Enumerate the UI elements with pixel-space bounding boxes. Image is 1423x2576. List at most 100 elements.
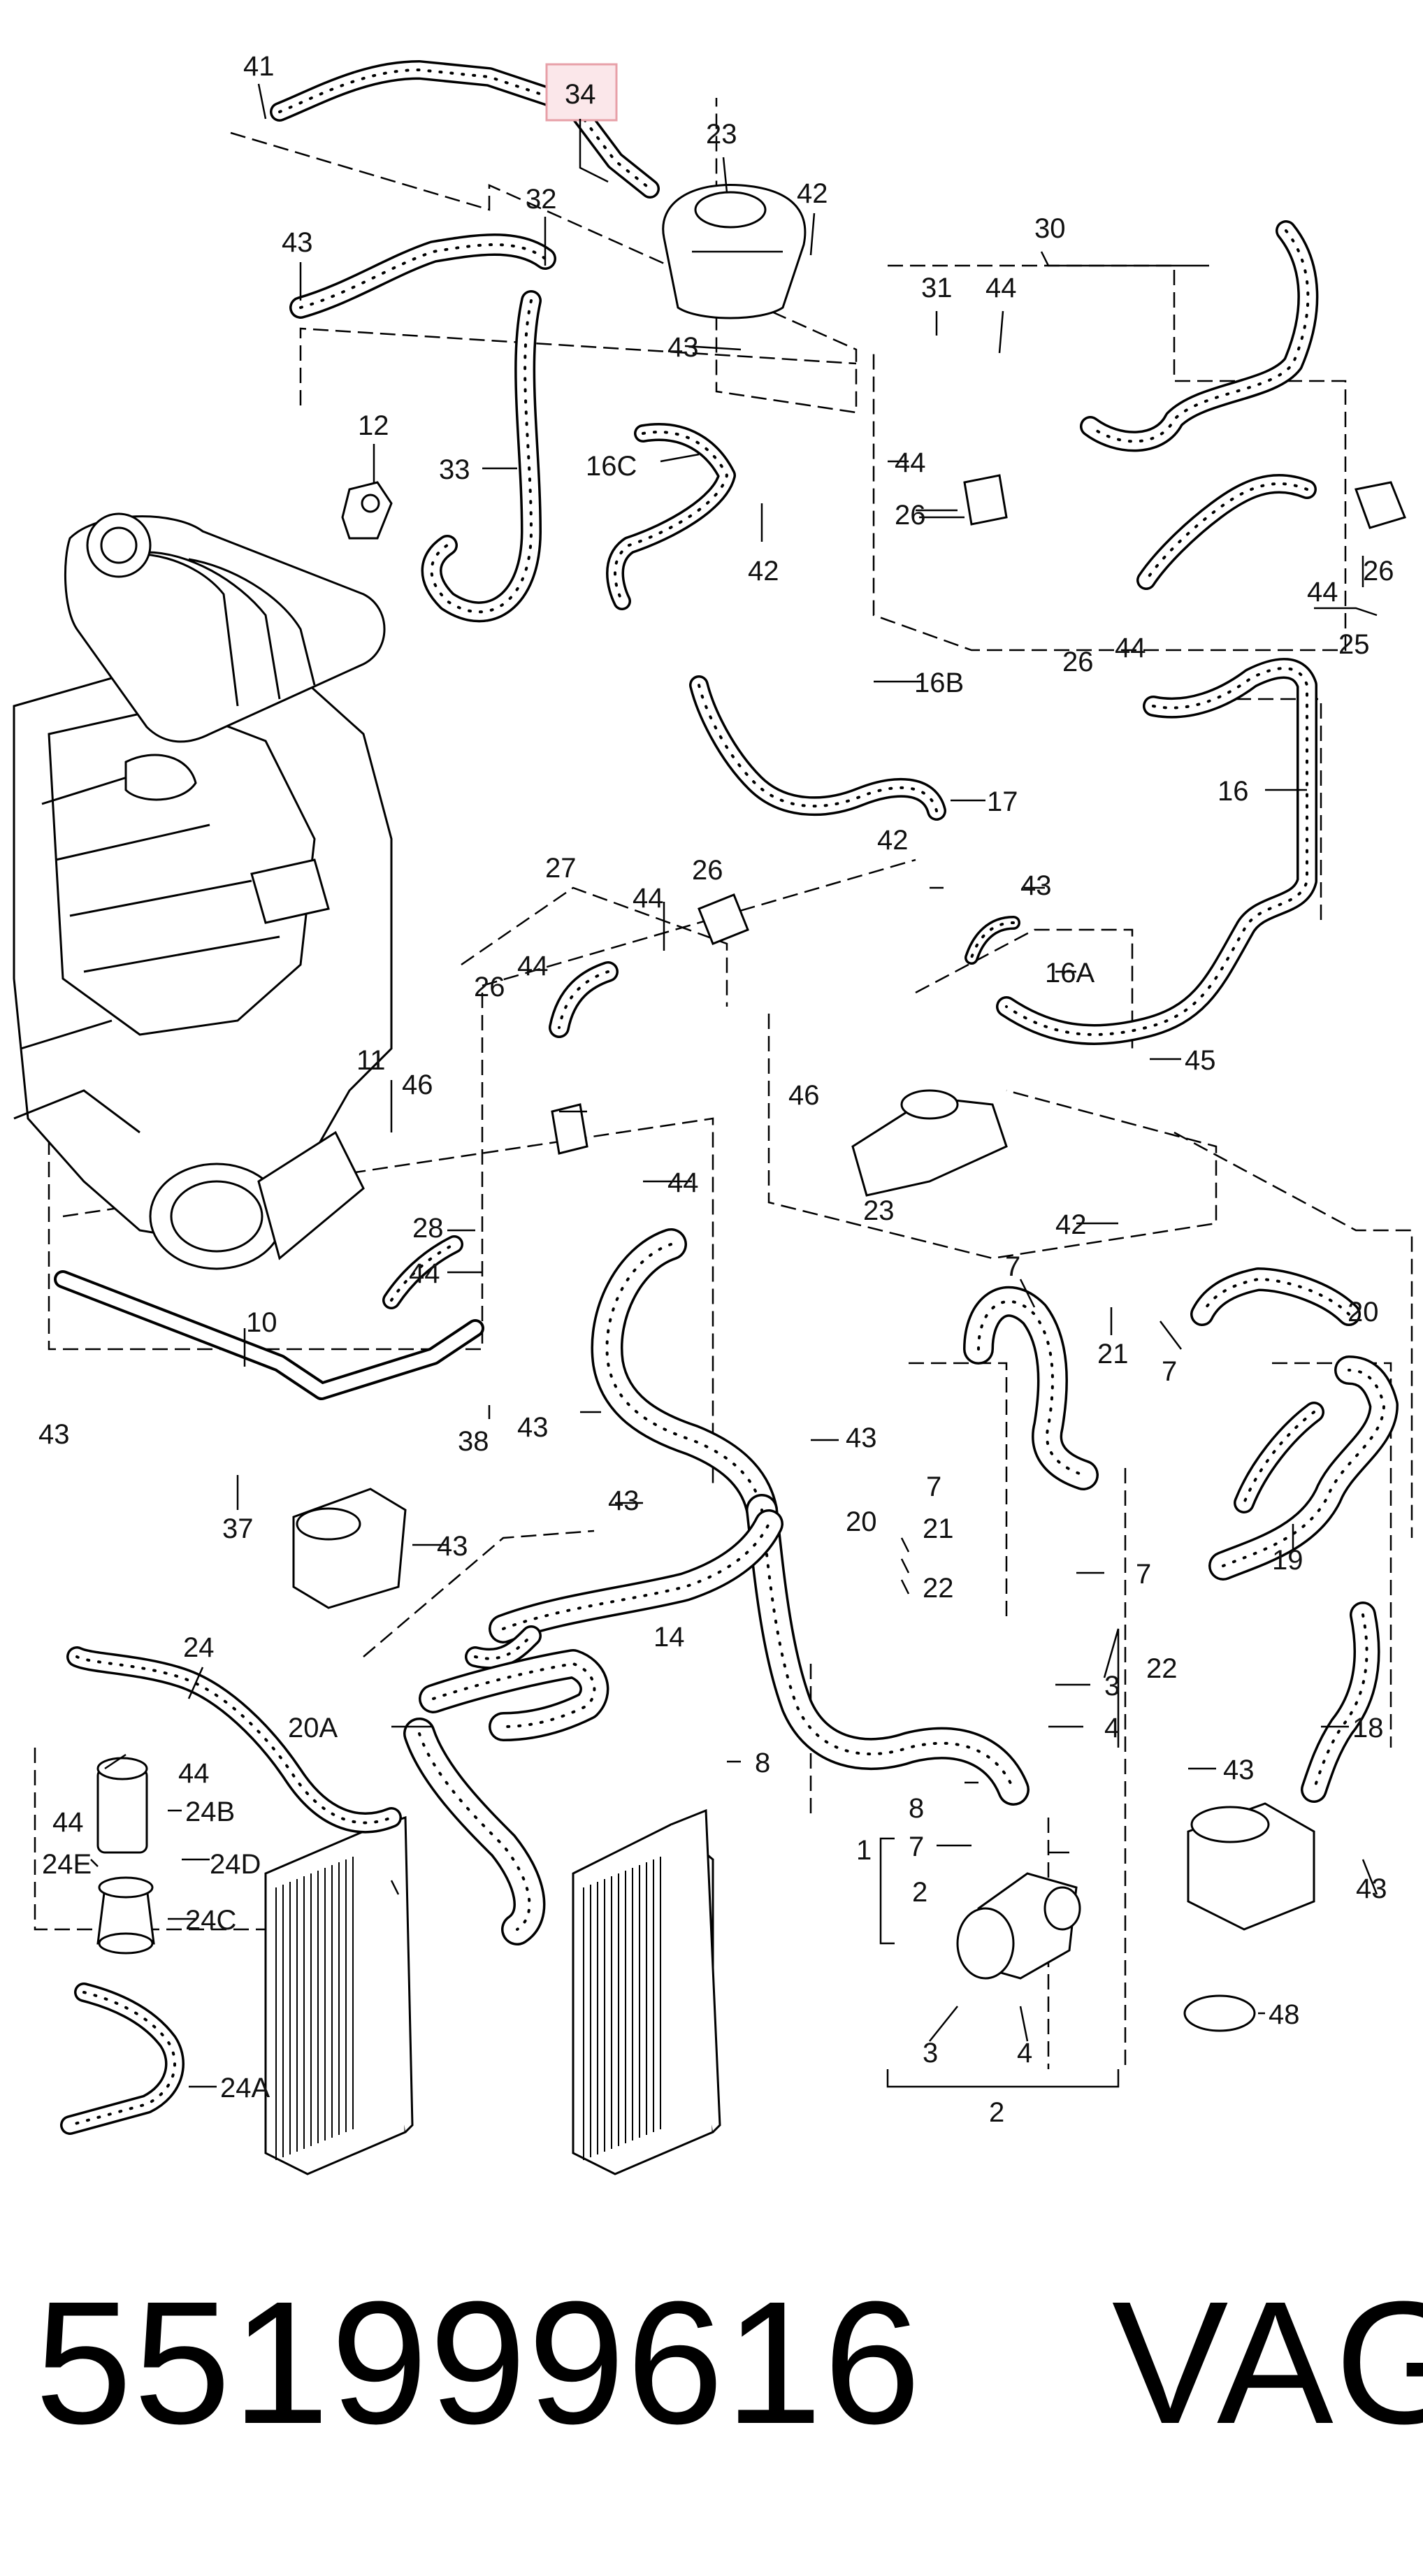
callout-3: 3 bbox=[923, 2038, 938, 2068]
hose-1-fill bbox=[272, 62, 658, 196]
callout-24: 24 bbox=[183, 1632, 215, 1663]
hose-6-fill bbox=[1139, 476, 1315, 588]
highlight-box-34 bbox=[545, 63, 618, 122]
hose-11-fill bbox=[593, 1230, 776, 1524]
callout-27: 27 bbox=[545, 853, 577, 884]
coolant-pipe-10 bbox=[54, 1270, 484, 1400]
hose-5-texture bbox=[1089, 229, 1310, 443]
hose-5-fill bbox=[1082, 222, 1316, 449]
connector-26 bbox=[551, 474, 1407, 1155]
hose-6-texture bbox=[1145, 482, 1308, 582]
callout-43: 43 bbox=[1223, 1755, 1255, 1785]
hose-9-fill bbox=[967, 918, 1018, 963]
hose-21-texture bbox=[418, 1732, 531, 1931]
callout-24D: 24D bbox=[210, 1849, 261, 1880]
aux-pump-24B bbox=[96, 1757, 155, 1955]
callout-43: 43 bbox=[667, 332, 699, 363]
callout-labels: 41 34 23 42 32 43 43 30 31 44 12 33 16C … bbox=[38, 51, 1394, 2128]
callout-44: 44 bbox=[52, 1807, 84, 1838]
callout-26: 26 bbox=[1363, 556, 1394, 587]
callout-26: 26 bbox=[1062, 647, 1094, 677]
callout-44: 44 bbox=[178, 1758, 210, 1789]
engine-block bbox=[13, 512, 393, 1270]
callout-23: 23 bbox=[863, 1195, 895, 1226]
hose-12-fill bbox=[748, 1496, 1027, 1804]
callout-10: 10 bbox=[246, 1307, 277, 1338]
callout-43: 43 bbox=[517, 1412, 549, 1443]
hose-10-texture bbox=[558, 970, 609, 1029]
callout-16C: 16C bbox=[586, 451, 637, 482]
callout-26: 26 bbox=[692, 855, 723, 886]
callout-19: 19 bbox=[1272, 1545, 1303, 1576]
callout-22: 22 bbox=[1146, 1653, 1178, 1684]
hose-15-texture bbox=[977, 1300, 1085, 1476]
hose-21-fill bbox=[405, 1720, 543, 1943]
hose-8-fill bbox=[691, 677, 944, 819]
radiator-left bbox=[264, 1815, 414, 2175]
callout-44: 44 bbox=[667, 1167, 699, 1198]
callout-24A: 24A bbox=[220, 2073, 270, 2103]
callout-38: 38 bbox=[458, 1426, 489, 1457]
callout-7: 7 bbox=[1162, 1356, 1177, 1387]
callout-42: 42 bbox=[877, 825, 909, 856]
callout-43: 43 bbox=[1020, 870, 1052, 901]
clamp-48 bbox=[1183, 1994, 1256, 2032]
callout-20: 20 bbox=[1348, 1297, 1379, 1327]
callout-21: 21 bbox=[923, 1513, 954, 1544]
callout-43: 43 bbox=[38, 1419, 70, 1450]
callout-42: 42 bbox=[748, 556, 779, 587]
hose-2-fill bbox=[291, 236, 554, 317]
callout-16: 16 bbox=[1218, 776, 1249, 807]
coolant-hoses bbox=[60, 60, 1399, 2135]
callout-17: 17 bbox=[987, 786, 1018, 817]
hose-20-fill bbox=[421, 1651, 607, 1739]
callout-37: 37 bbox=[222, 1513, 254, 1544]
hose-7-fill bbox=[998, 660, 1315, 1043]
callout-26: 26 bbox=[474, 972, 505, 1002]
callout-16A: 16A bbox=[1045, 958, 1095, 988]
callout-26: 26 bbox=[895, 500, 926, 531]
part-number: 551999616 bbox=[35, 2265, 923, 2460]
flange-23b bbox=[851, 1089, 1008, 1197]
thermostat-housing bbox=[956, 1872, 1081, 1980]
hose-14-texture bbox=[474, 1634, 533, 1660]
callout-7: 7 bbox=[926, 1472, 941, 1502]
callout-24E: 24E bbox=[42, 1849, 92, 1880]
callout-20A: 20A bbox=[288, 1713, 338, 1743]
callout-33: 33 bbox=[439, 454, 470, 485]
hose-18-texture bbox=[75, 1655, 393, 1825]
hose-3-fill bbox=[424, 292, 540, 620]
callout-22: 22 bbox=[923, 1573, 954, 1604]
reservoir-23 bbox=[662, 183, 807, 319]
hose-12-texture bbox=[760, 1509, 1015, 1791]
callout-42: 42 bbox=[1055, 1209, 1087, 1240]
callout-23: 23 bbox=[706, 119, 737, 150]
callout-43: 43 bbox=[1356, 1873, 1387, 1904]
callout-34: 34 bbox=[565, 79, 596, 110]
hose-8-texture bbox=[698, 684, 938, 812]
callout-46: 46 bbox=[402, 1070, 433, 1100]
hose-23-fill bbox=[1236, 1404, 1322, 1511]
callout-11: 11 bbox=[356, 1045, 386, 1076]
callout-44: 44 bbox=[895, 447, 926, 478]
coolant-system-exploded-diagram: 41 34 23 42 32 43 43 30 31 44 12 33 16C … bbox=[13, 51, 1413, 2175]
callout-21: 21 bbox=[1097, 1339, 1129, 1369]
callout-44: 44 bbox=[1115, 633, 1146, 663]
hose-4-fill bbox=[608, 425, 734, 608]
callout-8: 8 bbox=[909, 1793, 924, 1824]
hose-17-fill bbox=[1303, 1604, 1378, 1801]
callout-24B: 24B bbox=[185, 1797, 235, 1827]
hose-13-fill bbox=[491, 1511, 781, 1641]
callout-44: 44 bbox=[633, 883, 664, 914]
callout-14: 14 bbox=[653, 1622, 685, 1653]
callout-1: 1 bbox=[856, 1835, 872, 1866]
callout-48: 48 bbox=[1269, 1999, 1300, 2030]
hose-10-fill bbox=[551, 963, 616, 1036]
hose-19-fill bbox=[62, 1985, 182, 2133]
callout-24C: 24C bbox=[185, 1905, 236, 1936]
callout-42: 42 bbox=[797, 178, 828, 209]
callout-4: 4 bbox=[1104, 1713, 1120, 1743]
callout-12: 12 bbox=[358, 410, 389, 441]
callout-18: 18 bbox=[1352, 1713, 1384, 1743]
callout-44: 44 bbox=[1307, 577, 1338, 607]
